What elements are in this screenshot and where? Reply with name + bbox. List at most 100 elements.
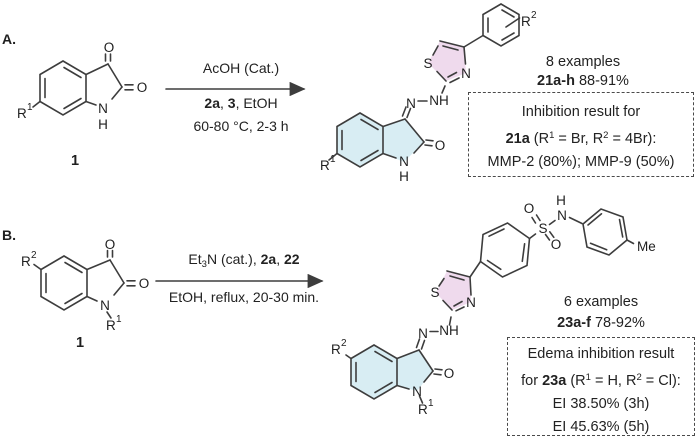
reactant-isatin-b-structure (33, 249, 136, 319)
atom-nh-icon: NH (429, 93, 449, 108)
r1-sup: 1 (585, 372, 591, 383)
text-part: = 4Br): (608, 131, 657, 147)
box-a-line2: 21a (R1 = Br, R2 = 4Br): (469, 124, 693, 151)
atom-o-icon: O (139, 276, 150, 291)
atom-o-icon: O (524, 201, 535, 216)
conditions-a-reagents: 2a, 3, EtOH (168, 95, 314, 111)
base-rest: N (cat.), (206, 251, 261, 267)
separator: , (219, 95, 228, 111)
product-23-structure (345, 208, 635, 404)
inhibition-result-box-a: Inhibition result for 21a (R1 = Br, R2 =… (468, 92, 694, 177)
text-part: = Br, R (554, 131, 604, 147)
substituent-r1: R (418, 402, 428, 417)
atom-n-icon: N (406, 96, 416, 111)
substituent-r1-sup: 1 (116, 314, 122, 325)
reagent-2a: 2a (204, 95, 220, 111)
base-sub3: 3 (201, 259, 207, 270)
atom-o-icon: O (137, 80, 148, 95)
results-b-yield: 23a-f 78-92% (513, 315, 689, 331)
text-part: (R (529, 131, 550, 147)
yield-range: 78-92% (590, 315, 645, 331)
product-23-labels: N O N NH S N S O O N H Me R 1 R 2 (331, 193, 656, 417)
atom-n-icon: N (100, 298, 110, 313)
atom-s-icon: S (430, 285, 439, 300)
atom-s-icon: S (538, 221, 547, 236)
substituent-r2: R (331, 342, 341, 357)
solvent: , EtOH (235, 95, 278, 111)
compound-number-1b: 1 (76, 335, 84, 351)
results-a-examples: 8 examples (545, 54, 621, 70)
compound-number-1a: 1 (71, 153, 79, 169)
atom-o-icon: O (551, 237, 562, 252)
reagent-3: 3 (227, 95, 236, 111)
box-b-line1: Edema inhibition result (527, 346, 675, 362)
oxindole-ring-fill (351, 345, 397, 399)
atom-h-icon: H (399, 169, 409, 184)
substituent-r1: R (320, 158, 330, 173)
methyl-group-label: Me (637, 239, 656, 254)
series-21a-h: 21a-h (537, 73, 575, 89)
atom-n-icon: N (98, 101, 108, 116)
r2-sup: 2 (636, 372, 642, 383)
reactant-isatin-b-labels: O O N R 1 R 2 1 (21, 237, 149, 351)
reagent-22: 22 (283, 251, 300, 267)
scheme-b-label: B. (2, 227, 16, 243)
substituent-r1-sup: 1 (330, 154, 336, 165)
text-part: (R (566, 373, 586, 389)
atom-h-icon: H (98, 117, 108, 132)
reactant-isatin-a-labels: O O N H R 1 1 (17, 40, 147, 169)
oxindole-ring-fill (337, 113, 383, 167)
box-b-line4: EI 45.63% (5h) (552, 419, 650, 435)
compound-21a: 21a (505, 131, 530, 147)
atom-n-icon: N (466, 295, 476, 310)
atom-n-icon: N (399, 154, 409, 169)
conditions-b-solvent: EtOH, reflux, 20-30 min. (168, 289, 320, 305)
conditions-b-above-arrow: Et3N (cat.), 2a, 22 (156, 251, 332, 270)
reactant-isatin-a-structure (32, 53, 134, 116)
r2-sup: 2 (603, 130, 609, 141)
substituent-r2-sup: 2 (31, 250, 37, 261)
atom-o-icon: O (105, 237, 116, 252)
thiazole-ring-fill (436, 271, 471, 310)
substituent-r2: R (521, 14, 531, 29)
substituent-r2-sup: 2 (531, 10, 537, 21)
results-b-examples: 6 examples (563, 294, 639, 310)
atom-n-icon: N (418, 326, 428, 341)
separator: , (276, 251, 284, 267)
text-part: for (521, 373, 543, 389)
substituent-r1: R (17, 106, 27, 121)
scheme-a-label: A. (2, 31, 16, 47)
atom-n-icon: N (412, 384, 422, 399)
conditions-a-above-arrow: AcOH (Cat.) (202, 60, 280, 76)
box-b-line2: for 23a (R1 = H, R2 = Cl): (508, 366, 694, 393)
r1-sup: 1 (549, 130, 555, 141)
atom-o-icon: O (104, 40, 115, 55)
atom-s-icon: S (423, 56, 432, 71)
atom-o-icon: O (435, 138, 446, 153)
substituent-r1: R (106, 318, 116, 333)
base-et: Et (188, 251, 202, 267)
yield-range: 88-91% (574, 73, 629, 89)
reagent-2a: 2a (260, 251, 277, 267)
atom-n-icon: N (557, 208, 567, 223)
box-a-line3: MMP-2 (80%); MMP-9 (50%) (487, 154, 675, 170)
substituent-r2: R (21, 254, 31, 269)
atom-h-icon: H (556, 193, 566, 208)
text-part: = Cl): (641, 373, 681, 389)
substituent-r1-sup: 1 (27, 102, 33, 113)
atom-nh-icon: NH (439, 323, 459, 338)
product-21-structure (328, 3, 521, 168)
atom-n-icon: N (461, 66, 471, 81)
product-21-labels: O N H N NH S N R 1 R 2 (320, 10, 537, 184)
compound-23a: 23a (542, 373, 567, 389)
edema-result-box-b: Edema inhibition result for 23a (R1 = H,… (507, 337, 695, 436)
box-b-line3: EI 38.50% (3h) (552, 396, 650, 412)
series-23a-f: 23a-f (557, 315, 591, 331)
atom-o-icon: O (444, 366, 455, 381)
results-a-yield: 21a-h 88-91% (495, 73, 671, 89)
substituent-r2-sup: 2 (341, 338, 347, 349)
text-part: = H, R (590, 373, 637, 389)
conditions-a-temperature: 60-80 °C, 2-3 h (193, 118, 289, 134)
box-a-line1: Inhibition result for (521, 104, 641, 120)
